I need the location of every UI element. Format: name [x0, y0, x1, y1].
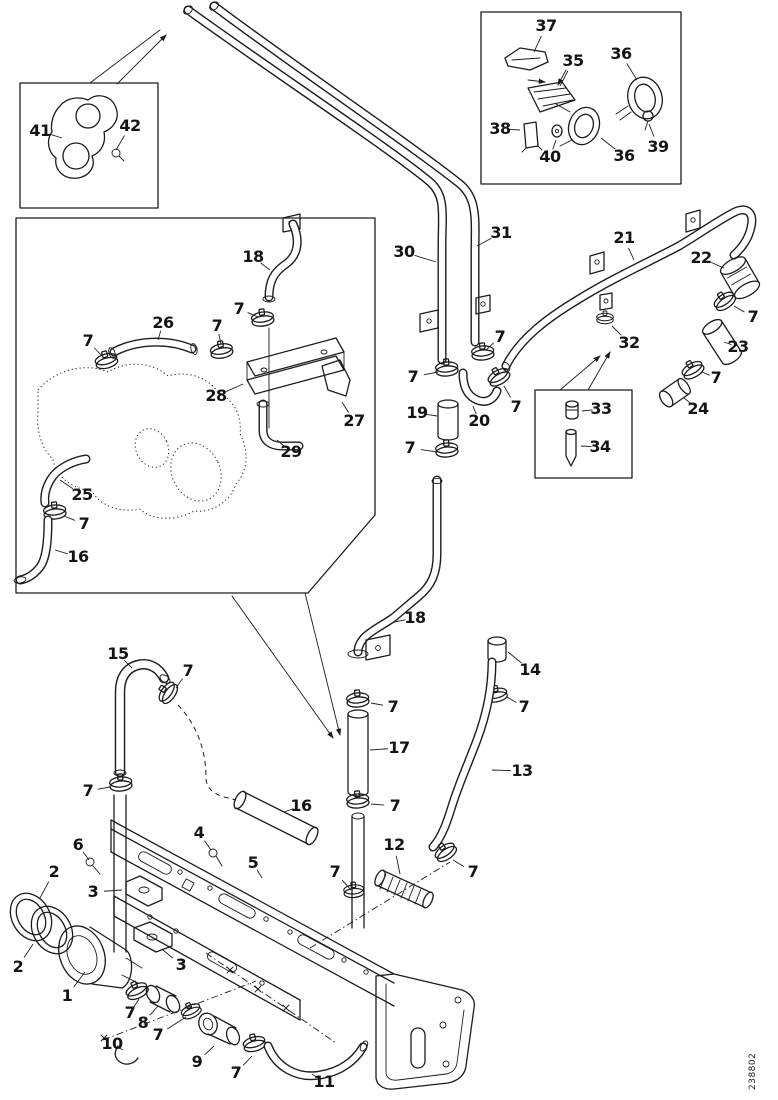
callout-39: 39 [647, 137, 669, 156]
callout-25: 25 [71, 485, 93, 504]
callout-6: 6 [72, 835, 84, 854]
callout-7: 7 [407, 367, 419, 386]
callout-4: 4 [193, 823, 205, 842]
callout-33: 33 [590, 399, 612, 418]
callout-28: 28 [205, 386, 227, 405]
callout-7: 7 [518, 697, 530, 716]
callout-36: 36 [610, 44, 632, 63]
callout-13: 13 [511, 761, 533, 780]
callout-7: 7 [233, 299, 245, 318]
callout-29: 29 [280, 442, 302, 461]
callout-15: 15 [107, 644, 129, 663]
callout-42: 42 [119, 116, 141, 135]
callout-9: 9 [191, 1052, 203, 1071]
callout-7: 7 [467, 862, 479, 881]
callout-7: 7 [510, 397, 522, 416]
callout-32: 32 [618, 333, 640, 352]
callout-36: 36 [613, 146, 635, 165]
callout-24: 24 [687, 399, 709, 418]
inset-box-engine-detail [13, 213, 376, 739]
callout-2: 2 [12, 957, 24, 976]
callout-8: 8 [137, 1013, 149, 1032]
callout-3: 3 [87, 882, 99, 901]
callout-1: 1 [61, 986, 73, 1005]
inset-box-clamps [480, 11, 682, 185]
callout-19: 19 [406, 403, 428, 422]
callout-7: 7 [230, 1063, 242, 1082]
callout-7: 7 [747, 307, 759, 326]
pipe-18-17 [342, 478, 443, 929]
callout-37: 37 [535, 16, 557, 35]
callout-12: 12 [383, 835, 405, 854]
hose-13-14 [431, 636, 509, 866]
callout-7: 7 [494, 327, 506, 346]
callout-35: 35 [562, 51, 584, 70]
callout-7: 7 [404, 438, 416, 457]
callout-34: 34 [589, 437, 611, 456]
callout-7: 7 [329, 862, 341, 881]
callout-7: 7 [82, 781, 94, 800]
cooler-and-fittings [9, 848, 369, 1076]
callout-30: 30 [393, 242, 415, 261]
callout-22: 22 [690, 248, 712, 267]
callout-3: 3 [175, 955, 187, 974]
callout-7: 7 [182, 661, 194, 680]
callout-7: 7 [124, 1003, 136, 1022]
callout-18: 18 [404, 608, 426, 627]
callout-7: 7 [710, 368, 722, 387]
callout-21: 21 [613, 228, 635, 247]
callout-20: 20 [468, 411, 490, 430]
callout-40: 40 [539, 147, 561, 166]
drawing-number: 238802 [748, 1052, 758, 1090]
callout-11: 11 [313, 1072, 335, 1091]
callout-17: 17 [388, 738, 410, 757]
callout-31: 31 [490, 223, 512, 242]
callout-5: 5 [247, 853, 259, 872]
frame-foot-bracket [375, 973, 476, 1090]
callout-7: 7 [78, 514, 90, 533]
frame-rail [110, 819, 395, 1021]
callout-leader-lines [23, 35, 745, 1079]
callout-16: 16 [290, 796, 312, 815]
inset-box-pin [534, 351, 633, 479]
callout-18: 18 [242, 247, 264, 266]
callout-16: 16 [67, 547, 89, 566]
callout-7: 7 [389, 796, 401, 815]
assembly-axes [102, 861, 451, 1044]
callout-10: 10 [101, 1034, 123, 1053]
callout-27: 27 [343, 411, 365, 430]
inset-box-cover [19, 29, 167, 209]
callout-7: 7 [82, 331, 94, 350]
callout-7: 7 [152, 1025, 164, 1044]
callout-14: 14 [519, 660, 541, 679]
tube-30-31 [183, 1, 491, 360]
callout-2: 2 [48, 862, 60, 881]
callout-26: 26 [152, 313, 174, 332]
tube-19-20-cluster [434, 341, 513, 459]
callout-38: 38 [489, 119, 511, 138]
sleeve-12 [374, 869, 434, 909]
callout-41: 41 [29, 121, 51, 140]
callout-7: 7 [387, 697, 399, 716]
callout-7: 7 [211, 316, 223, 335]
callout-23: 23 [727, 337, 749, 356]
